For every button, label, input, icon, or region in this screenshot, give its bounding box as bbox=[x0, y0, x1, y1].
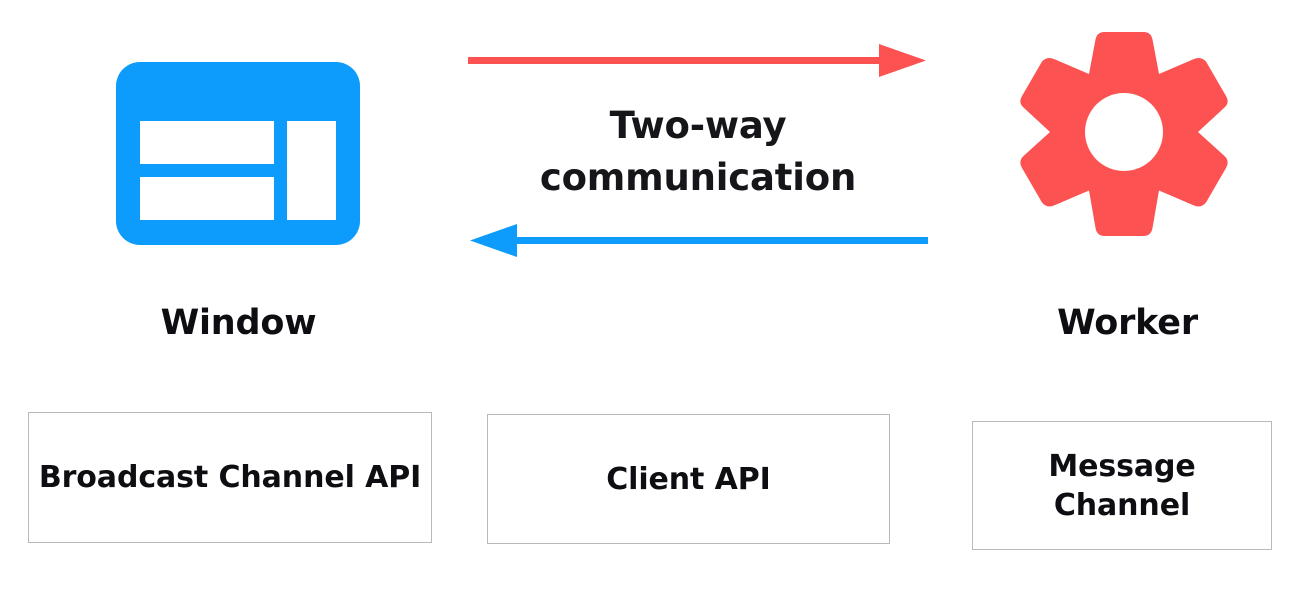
browser-window-icon bbox=[116, 62, 360, 245]
api-box-message-channel: Message Channel bbox=[972, 421, 1272, 550]
node-label-worker: Worker bbox=[1057, 303, 1198, 343]
window-icon-pane-top-left bbox=[140, 121, 274, 164]
arrow-window-to-worker bbox=[468, 42, 928, 80]
api-box-message-channel-label: Message Channel bbox=[1048, 448, 1196, 523]
window-icon-pane-right bbox=[287, 121, 336, 220]
arrow-worker-to-window bbox=[466, 222, 928, 260]
api-box-broadcast-channel-api-label: Broadcast Channel API bbox=[38, 460, 422, 495]
api-box-client-api-label: Client API bbox=[606, 461, 771, 497]
api-box-broadcast-channel-api: Broadcast Channel API bbox=[28, 412, 432, 543]
api-box-client-api: Client API bbox=[487, 414, 890, 544]
connection-caption-line-1: Two-way bbox=[609, 104, 787, 147]
gear-icon bbox=[1018, 30, 1230, 246]
node-label-window: Window bbox=[160, 303, 317, 343]
window-icon-pane-bottom-left bbox=[140, 177, 274, 220]
connection-caption-line-2: communication bbox=[539, 156, 857, 199]
connection-caption: Two-way communication bbox=[452, 100, 944, 204]
